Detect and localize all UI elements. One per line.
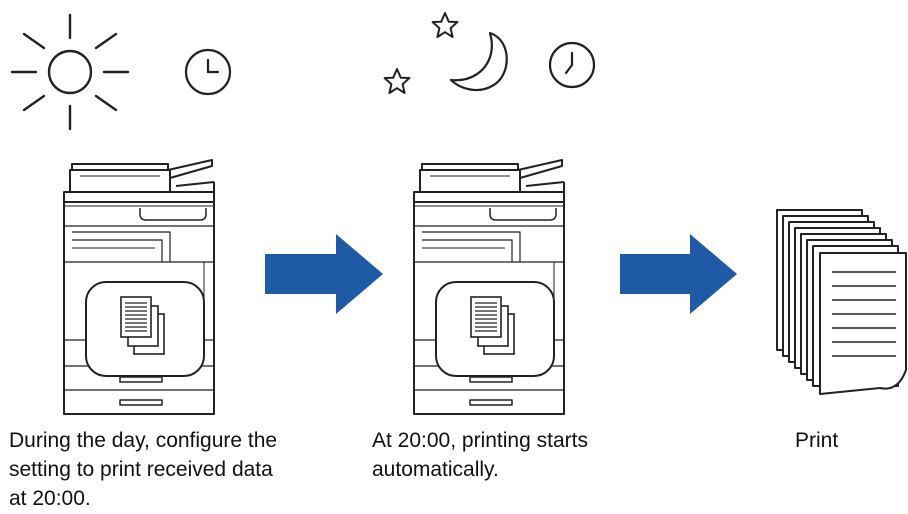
clock-icon <box>184 48 232 96</box>
clock-icon <box>548 41 596 89</box>
step2-caption: At 20:00, printing starts automatically. <box>372 429 588 481</box>
paper-stack-icon <box>776 209 907 395</box>
star-icon <box>431 12 459 38</box>
arrow-right-icon <box>265 234 383 314</box>
printer-icon <box>413 159 565 415</box>
documents-icon <box>120 296 165 355</box>
step1-caption: During the day, configure the setting to… <box>9 429 278 510</box>
arrow-right-icon <box>620 234 737 314</box>
sun-icon <box>10 13 130 131</box>
step3-caption: Print <box>795 429 839 452</box>
star-icon <box>383 68 411 94</box>
printer-icon <box>63 159 215 415</box>
documents-icon <box>470 296 515 355</box>
moon-icon <box>449 31 508 92</box>
